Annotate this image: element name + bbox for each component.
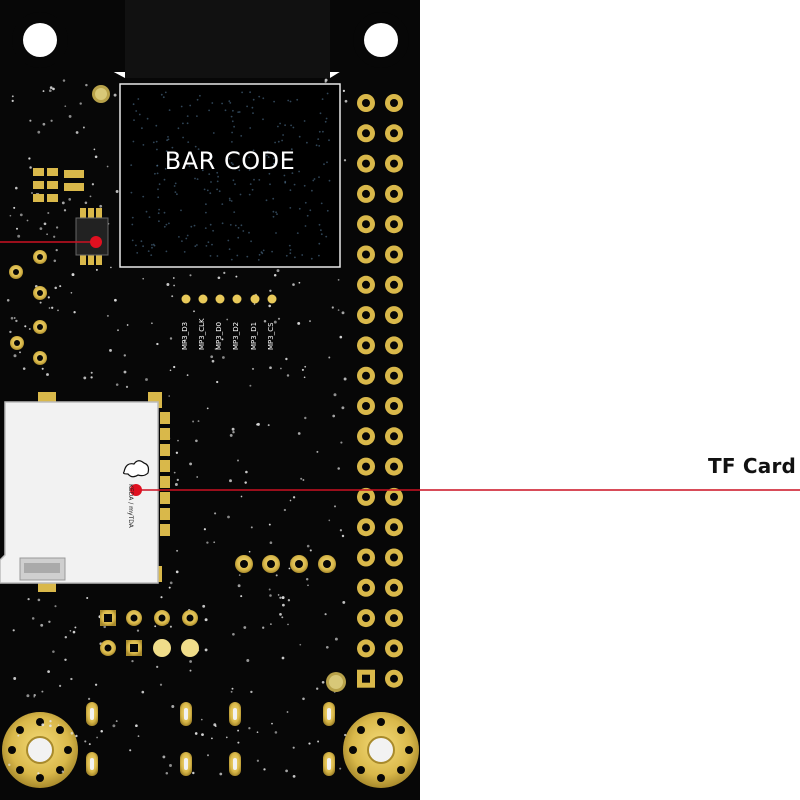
ic-chip — [75, 208, 109, 265]
mp3-pad — [250, 294, 260, 304]
passive-components — [33, 168, 84, 202]
pin-label: MP3_D2 — [232, 321, 240, 350]
mp3-pad — [181, 294, 191, 304]
header-pins — [357, 94, 403, 688]
sd-logo-text: KEDA / myTDA — [127, 484, 134, 528]
pad-row-4 — [235, 555, 336, 573]
pad-grid-2x4 — [100, 610, 199, 657]
top-connector — [125, 0, 330, 78]
mounting-pad-left — [2, 712, 78, 788]
slotted-pads — [86, 702, 335, 776]
left-pads — [9, 250, 47, 365]
sd-card-slot — [0, 392, 170, 592]
barcode-label: BAR CODE — [164, 147, 296, 175]
mounting-hole-icon — [353, 12, 409, 68]
pin-label: MP3_D0 — [215, 321, 223, 350]
via-dots — [6, 78, 348, 778]
mp3-pad — [232, 294, 242, 304]
barcode-box — [119, 83, 341, 268]
barcode-dots — [130, 91, 331, 261]
mp3-test-pads — [181, 294, 277, 304]
pin-label: MP3_D3 — [181, 321, 189, 350]
callout-dot-right — [130, 484, 142, 496]
tf-card-label: TF Card — [708, 454, 797, 478]
pin-label: MP3_CS — [267, 322, 275, 350]
mp3-pad — [267, 294, 277, 304]
sd-logo-icon — [122, 460, 150, 478]
mounting-pad-right — [343, 712, 419, 788]
pin-label: MP3_D1 — [250, 321, 258, 350]
callout-dot-left — [90, 236, 102, 248]
pin-label: MP3_CLK — [198, 318, 206, 350]
mp3-pad — [198, 294, 208, 304]
mp3-pad — [215, 294, 225, 304]
mounting-hole-icon — [12, 12, 68, 68]
